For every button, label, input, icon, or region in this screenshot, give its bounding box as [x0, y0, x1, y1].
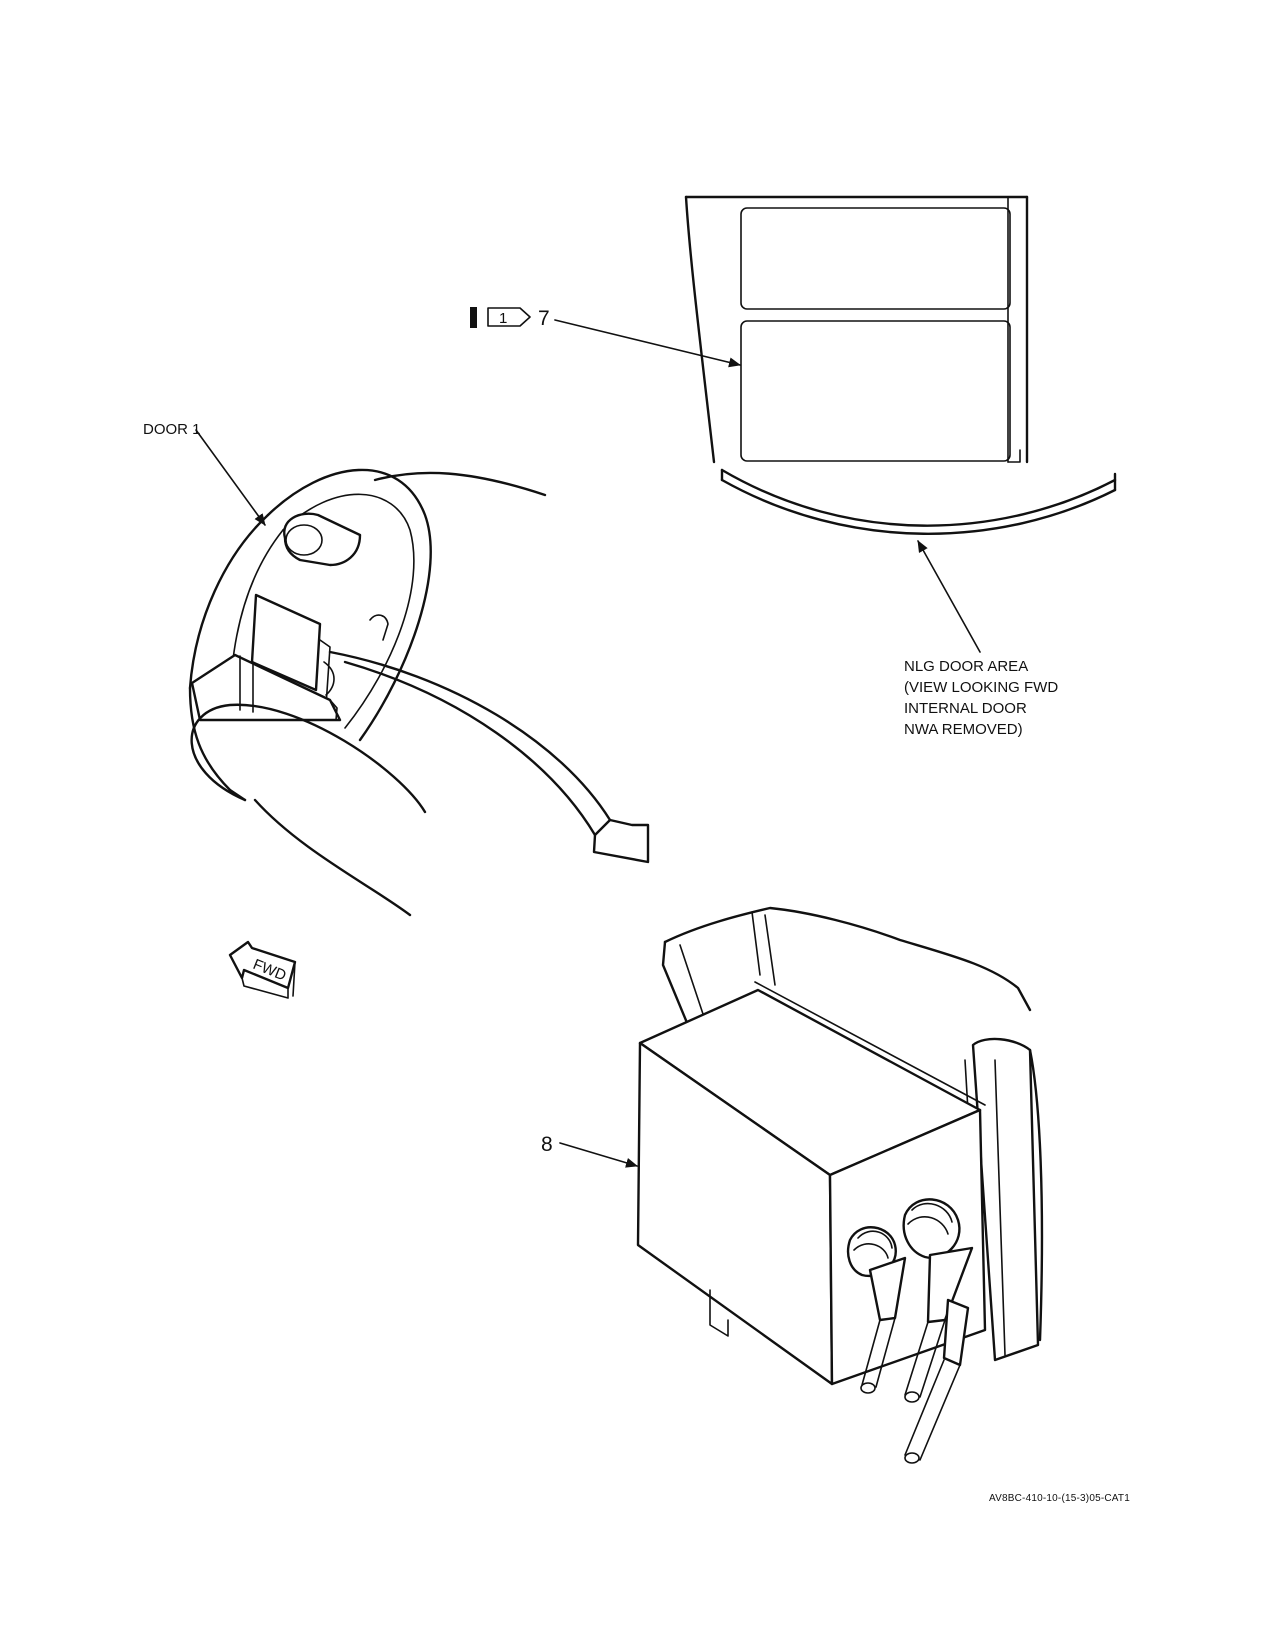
item-8-label: 8	[541, 1133, 553, 1156]
note-flag-number: 1	[499, 310, 507, 327]
nlg-leader	[917, 540, 981, 653]
nlg-door-area-view	[684, 195, 1117, 535]
nlg-label-line-4: NWA REMOVED)	[904, 721, 1023, 738]
fwd-arrow: FWD	[228, 940, 297, 999]
nlg-door-area-label: NLG DOOR AREA (VIEW LOOKING FWD INTERNAL…	[904, 540, 1058, 738]
nlg-label-line-1: NLG DOOR AREA	[904, 658, 1028, 675]
door-1-leader	[195, 429, 266, 526]
item-8-detail	[636, 906, 1044, 1386]
item-8-callout: 8	[541, 1133, 638, 1168]
connectors	[846, 1198, 974, 1464]
change-bar	[470, 307, 477, 328]
item-7-label: 7	[538, 307, 550, 330]
nlg-label-line-2: (VIEW LOOKING FWD	[904, 679, 1058, 696]
detail-arrow	[328, 650, 650, 864]
item-7-leader	[554, 319, 741, 368]
note-flag	[487, 307, 531, 327]
figure-id: AV8BC-410-10-(15-3)05-CAT1	[989, 1493, 1130, 1504]
item-7-callout: 1 7	[470, 307, 741, 368]
door-1-area	[188, 468, 547, 917]
item-8-leader	[559, 1142, 638, 1168]
door-1-callout: DOOR 1	[143, 421, 266, 526]
door-1-label: DOOR 1	[143, 421, 201, 438]
nlg-label-line-3: INTERNAL DOOR	[904, 700, 1027, 717]
